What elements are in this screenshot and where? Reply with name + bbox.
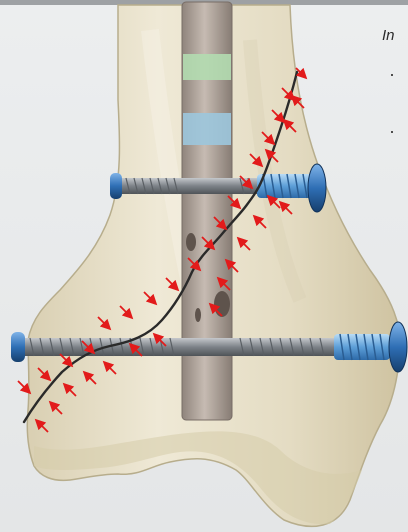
- intramedullary-nail: [182, 2, 232, 420]
- nail-band-blue: [183, 113, 231, 145]
- nail-hole-3: [195, 308, 201, 322]
- screw-tip: [110, 173, 122, 199]
- screw-head-upper: [308, 164, 326, 212]
- nail-hole-1: [186, 233, 196, 251]
- caption-bullet-1: ·: [389, 65, 395, 83]
- caption-text: In: [382, 27, 395, 44]
- caption-bullet-2: ·: [389, 122, 395, 140]
- nail-band-green: [183, 54, 231, 80]
- screw-tip-lower: [11, 332, 25, 362]
- nail-hole-2: [214, 291, 230, 317]
- screw-head-lower: [389, 322, 407, 372]
